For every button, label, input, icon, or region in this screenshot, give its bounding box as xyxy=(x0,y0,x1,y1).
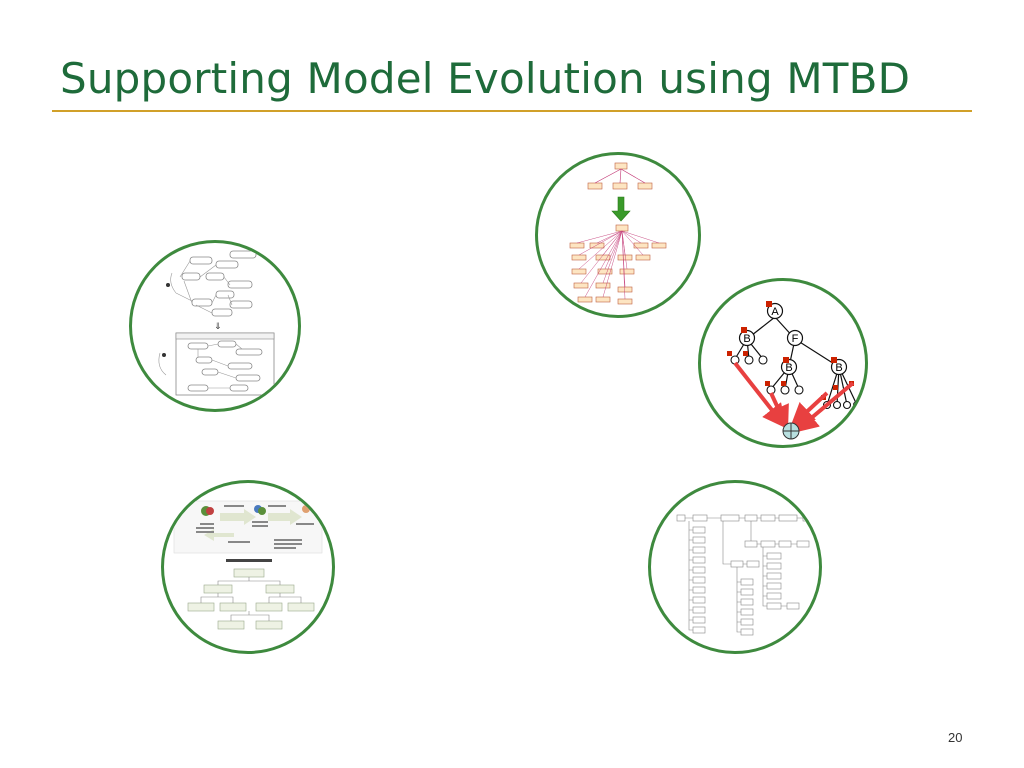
tree-node-label: A xyxy=(771,306,779,318)
file-hierarchy-diagram xyxy=(648,480,822,654)
slide-title: Supporting Model Evolution using MTBD xyxy=(60,54,911,103)
weave-arrows xyxy=(733,361,855,433)
state-machine-diagram: ⇓ xyxy=(129,240,301,412)
tree-node: F xyxy=(786,329,804,347)
file-hierarchy-thumbnail xyxy=(676,514,814,636)
tree-node-label: B xyxy=(743,333,750,345)
tag-markers xyxy=(727,301,854,400)
state-machine-thumbnail: ⇓ xyxy=(158,250,275,396)
tree-node: A xyxy=(766,302,784,320)
tree-node-label: B xyxy=(835,362,842,374)
tree-node: B xyxy=(830,358,848,376)
class-hierarchy-thumbnail xyxy=(569,162,667,305)
title-divider xyxy=(52,110,972,112)
team-structure-diagram xyxy=(161,480,335,654)
join-operator-icon xyxy=(782,422,800,440)
page-number: 20 xyxy=(948,730,963,745)
team-structure-thumbnail xyxy=(173,500,323,630)
tree-node: B xyxy=(780,358,798,376)
tree-aspect-diagram: A B F B B xyxy=(698,278,868,448)
tree-node-label: F xyxy=(792,333,799,345)
tree-node-label: B xyxy=(785,362,792,374)
tree-thumbnail: A B F B B xyxy=(727,301,862,440)
class-hierarchy-diagram xyxy=(535,152,701,318)
svg-text:⇓: ⇓ xyxy=(214,322,222,332)
